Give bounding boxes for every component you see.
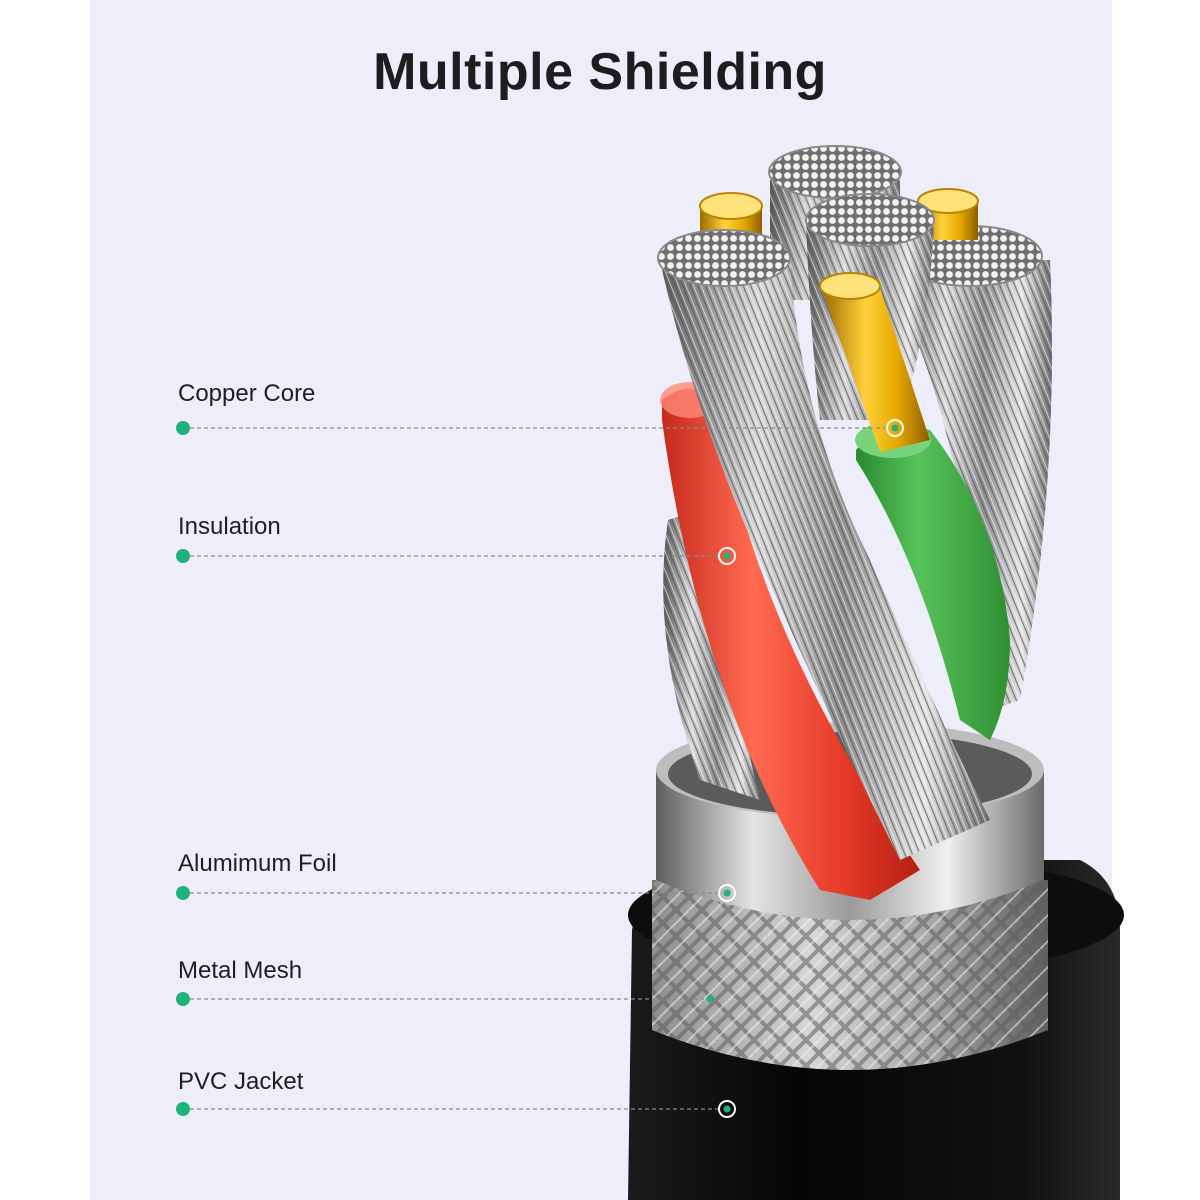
label-metal-mesh: Metal Mesh bbox=[178, 957, 303, 984]
callout-end-markers bbox=[706, 419, 904, 1118]
dot-aluminium-foil bbox=[176, 886, 190, 900]
dot-metal-mesh bbox=[176, 992, 190, 1006]
label-pvc-jacket: PVC Jacket bbox=[178, 1068, 304, 1095]
wire-bundle-left bbox=[663, 500, 760, 800]
dot-copper-core bbox=[176, 421, 190, 435]
label-aluminium-foil: Alumimum Foil bbox=[178, 850, 337, 877]
callout-start-dots bbox=[176, 421, 190, 1116]
marker-insulation bbox=[718, 547, 736, 565]
wire-bundle-right bbox=[897, 225, 1052, 720]
marker-metal-mesh bbox=[706, 995, 714, 1003]
copper-core-graphic bbox=[819, 272, 930, 452]
marker-copper-core bbox=[886, 419, 904, 437]
dot-pvc-jacket bbox=[176, 1102, 190, 1116]
page-title: Multiple Shielding bbox=[373, 43, 827, 101]
label-copper-core: Copper Core bbox=[178, 380, 316, 407]
dot-insulation bbox=[176, 549, 190, 563]
marker-pvc-jacket bbox=[718, 1100, 736, 1118]
callout-lines bbox=[190, 427, 888, 1110]
wire-bundle-front bbox=[657, 229, 990, 860]
label-insulation: Insulation bbox=[178, 513, 281, 540]
marker-aluminium-foil bbox=[718, 884, 736, 902]
metal-mesh-graphic bbox=[652, 880, 1048, 1070]
